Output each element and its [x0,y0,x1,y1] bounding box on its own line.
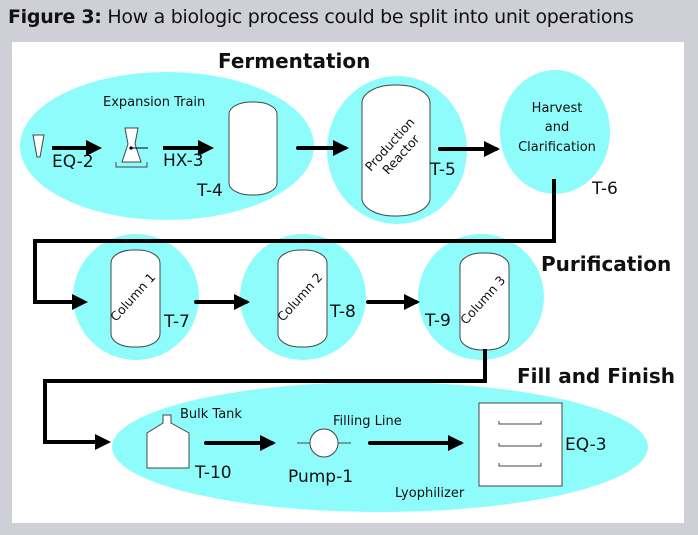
pump-icon [297,428,351,458]
bulk-tank-label: Bulk Tank [180,407,242,422]
filling-line-label: Filling Line [333,414,402,429]
expansion-train-label: Expansion Train [103,95,205,110]
figure-label: Figure 3: [8,6,102,28]
stage-fermentation: Fermentation [218,49,370,73]
lyophilizer-label: Lyophilizer [395,486,465,501]
eq-3-tag: EQ-3 [565,435,607,455]
figure-caption: Figure 3: How a biologic process could b… [8,6,634,28]
production-reactor-vessel [361,84,431,217]
bulk-tank-icon [146,414,190,469]
t-5-tag: T-5 [429,160,456,180]
column-2-vessel [277,249,328,348]
t-4-tag: T-4 [196,181,223,201]
harvest-zone [500,70,610,194]
stage-fill-finish: Fill and Finish [517,364,675,388]
harvest-label-line1: Harvest [532,101,583,116]
stage-purification: Purification [541,252,671,276]
t-10-tag: T-10 [194,463,232,483]
eq-2-tag: EQ-2 [52,152,94,172]
transfer-pipe [43,349,487,450]
shake-flask-icon [115,127,148,168]
harvest-label-line3: Clarification [518,140,596,155]
inoculum-vial-icon [32,134,45,158]
t-8-tag: T-8 [329,302,356,322]
column-1-vessel [110,249,161,348]
transfer-pipe [33,179,556,310]
t-6-tag: T-6 [591,179,618,199]
harvest-label-line2: and [545,120,569,135]
seed-tank-vessel [228,101,278,196]
figure-caption-text: How a biologic process could be split in… [107,6,634,28]
t-9-tag: T-9 [424,311,451,331]
hx-3-tag: HX-3 [163,151,204,171]
t-7-tag: T-7 [163,312,190,332]
lyophilizer-icon [478,402,563,487]
pump-1-tag: Pump-1 [288,467,353,487]
